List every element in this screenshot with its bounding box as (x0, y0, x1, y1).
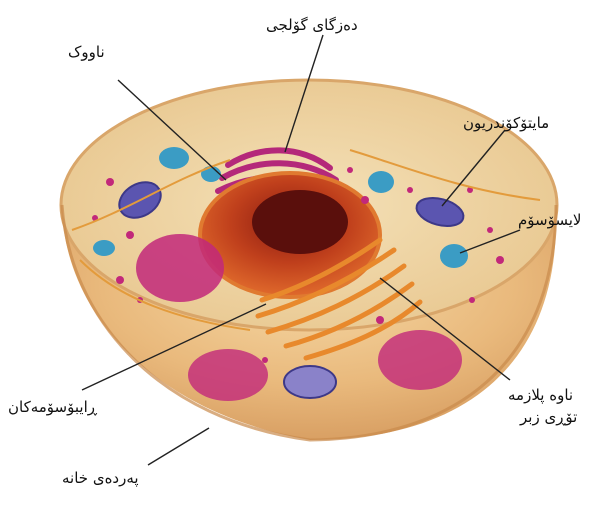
label-cell-membrane: پەردەی خانە (62, 469, 139, 487)
label-nucleus: ناووک (68, 43, 105, 61)
label-lysosome: لایسۆسۆم (518, 211, 581, 229)
leader-cell-membrane (148, 428, 209, 465)
label-rough-er-line1: ناوە پلازمە (508, 386, 573, 404)
label-rough-er-line2: تۆڕی زبر (520, 408, 577, 426)
label-ribosomes: ڕایبۆسۆمەکان (8, 398, 97, 416)
nucleus (200, 173, 380, 297)
label-mitochondrion: مایتۆکۆندریون (463, 114, 549, 132)
label-golgi: دەزگای گۆلجی (266, 16, 358, 34)
